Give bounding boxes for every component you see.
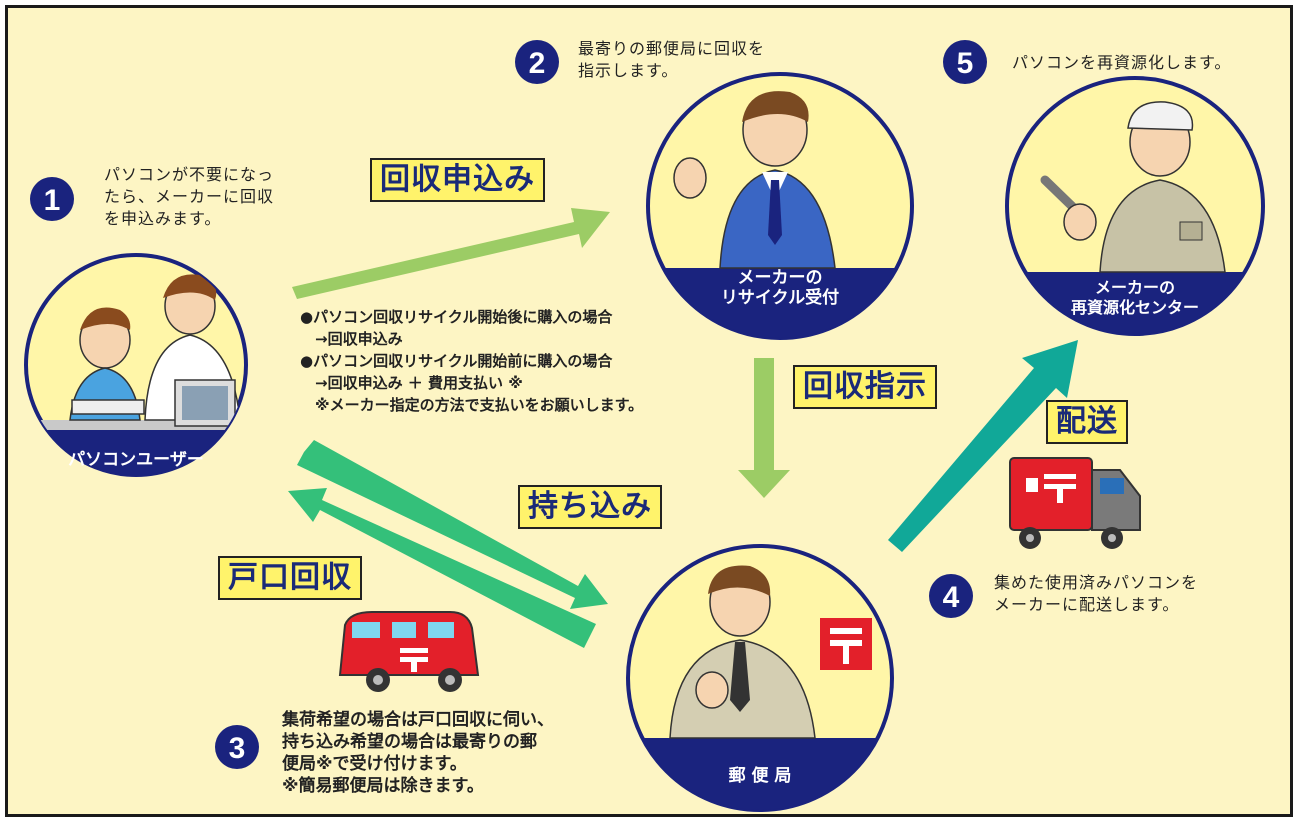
actor-post-office-label: 郵 便 局 [728, 766, 792, 786]
step-5-text: パソコンを再資源化します。 [1012, 53, 1232, 72]
actor-recycle-center-label: メーカーの 再資源化センター [1070, 278, 1199, 317]
actor-recycle-center-circle [1005, 76, 1265, 336]
post-office-mark-icon [820, 618, 872, 670]
arrow-instruct [738, 358, 790, 498]
actor-maker-reception-label: メーカーの リサイクル受付 [720, 268, 840, 308]
label-carry-in: 持ち込み [518, 485, 662, 529]
step-1-badge: 1 [30, 177, 74, 221]
label-door-pickup: 戸口回収 [218, 556, 362, 600]
step-3-text: 集荷希望の場合は戸口回収に伺い、 持ち込み希望の場合は最寄りの郵 便局※で受け付… [282, 710, 554, 796]
arrow-carry-in [297, 440, 608, 609]
delivery-truck-icon [1009, 457, 1141, 549]
actor-maker-reception-circle [646, 72, 914, 340]
label-apply: 回収申込み [370, 158, 545, 202]
label-instruct: 回収指示 [793, 365, 937, 409]
label-delivery: 配送 [1046, 400, 1128, 444]
step-3-badge: 3 [215, 725, 259, 769]
step-4-number: 4 [943, 581, 960, 614]
step-1-text: パソコンが不要になっ たら、メーカーに回収 を申込みます。 [104, 165, 275, 228]
step-2-number: 2 [529, 47, 546, 80]
purchase-conditions-note: ●パソコン回収リサイクル開始後に購入の場合 →回収申込み ●パソコン回収リサイク… [300, 308, 644, 414]
arrow-delivery [888, 340, 1078, 552]
arrow-apply [292, 208, 610, 299]
step-1-number: 1 [44, 184, 61, 217]
step-4-badge: 4 [929, 574, 973, 618]
arrow-door-pickup [288, 488, 596, 648]
step-5-number: 5 [957, 47, 974, 80]
step-3-number: 3 [229, 732, 246, 765]
actor-user-label: パソコンユーザー [68, 450, 204, 470]
actor-post-office-circle [626, 544, 894, 812]
step-2-text: 最寄りの郵便局に回収を 指示します。 [578, 39, 766, 80]
step-5-badge: 5 [943, 40, 987, 84]
pickup-van-icon [338, 611, 480, 692]
step-2-badge: 2 [515, 40, 559, 84]
step-4-text: 集めた使用済みパソコンを メーカーに配送します。 [994, 573, 1199, 614]
